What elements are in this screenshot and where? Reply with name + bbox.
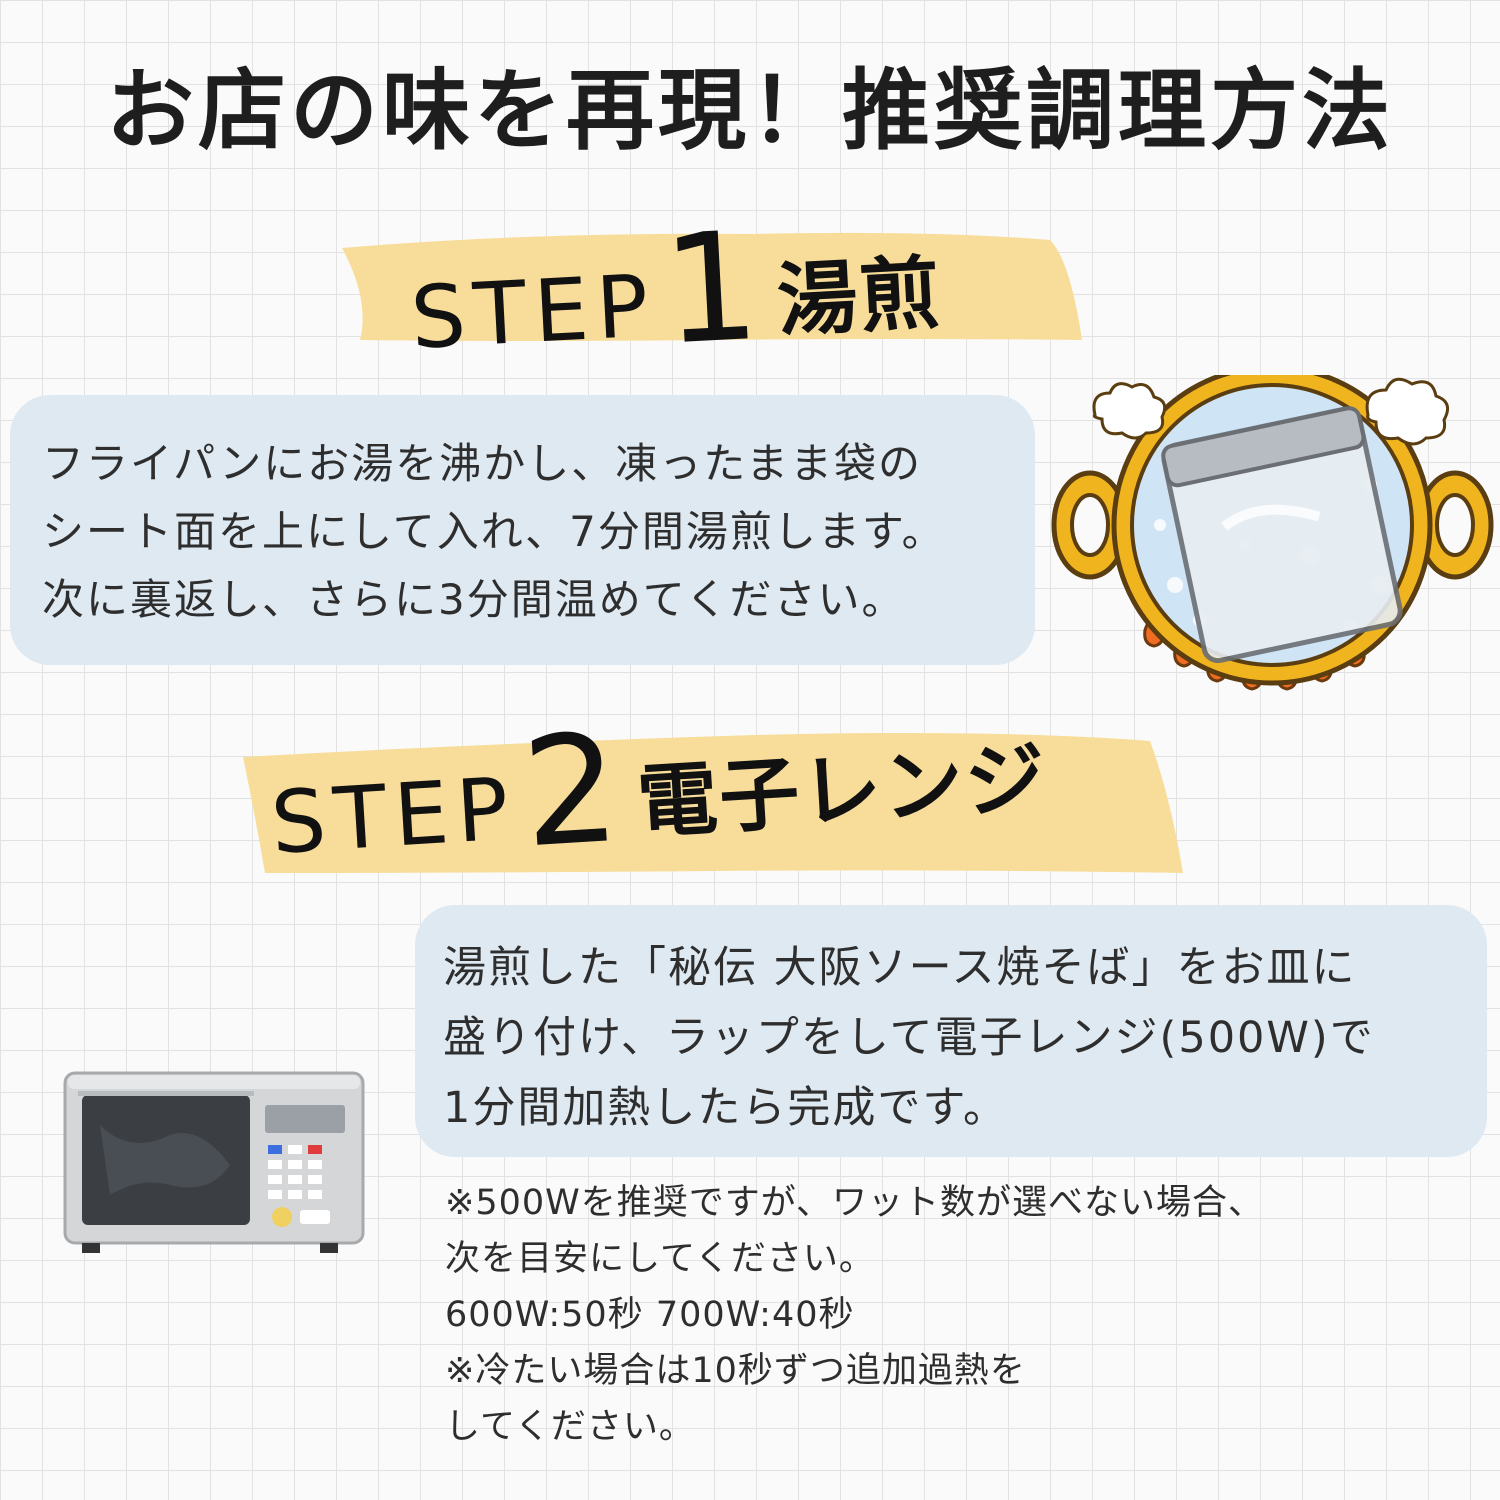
instruction-line: 次に裏返し、さらに3分間温めてください。: [42, 575, 906, 624]
instruction-line: 盛り付け、ラップをして電子レンジ(500W)で: [443, 1013, 1375, 1063]
instruction-line: シート面を上にして入れ、7分間湯煎します。: [42, 507, 946, 556]
step-label: 湯煎: [775, 246, 944, 348]
step1-instructions-card: フライパンにお湯を沸かし、凍ったまま袋の シート面を上にして入れ、7分間湯煎しま…: [10, 395, 1035, 665]
brush-stroke-icon: [243, 733, 1183, 873]
step2-instructions-card: 湯煎した「秘伝 大阪ソース焼そば」をお皿に 盛り付け、ラップをして電子レンジ(5…: [415, 905, 1487, 1157]
instruction-line: 1分間加熱したら完成です。: [443, 1083, 1009, 1133]
page-title: お店の味を再現！推奨調理方法: [105, 59, 1394, 162]
boiling-pot-icon: [1050, 364, 1495, 700]
microwave-icon: [60, 1065, 370, 1265]
note-line: ※冷たい場合は10秒ずつ追加過熱を: [445, 1351, 1026, 1391]
note-line: してください。: [445, 1407, 695, 1447]
step-word: STEP: [408, 256, 659, 369]
heating-notes: ※500Wを推奨ですが、ワット数が選べない場合、 次を目安にしてください。 60…: [445, 1175, 1445, 1455]
note-line: 次を目安にしてください。: [445, 1239, 875, 1279]
step-label: 電子レンジ: [634, 731, 1050, 850]
step-word: STEP: [268, 759, 520, 874]
note-line: ※500Wを推奨ですが、ワット数が選べない場合、: [445, 1183, 1265, 1223]
step-number: 1: [658, 199, 764, 379]
instruction-line: フライパンにお湯を沸かし、凍ったまま袋の: [42, 439, 923, 488]
instruction-line: 湯煎した「秘伝 大阪ソース焼そば」をお皿に: [443, 943, 1357, 993]
step-number: 2: [518, 701, 624, 882]
note-line: 600W:50秒 700W:40秒: [445, 1295, 855, 1335]
brush-stroke-icon: [342, 232, 1082, 341]
